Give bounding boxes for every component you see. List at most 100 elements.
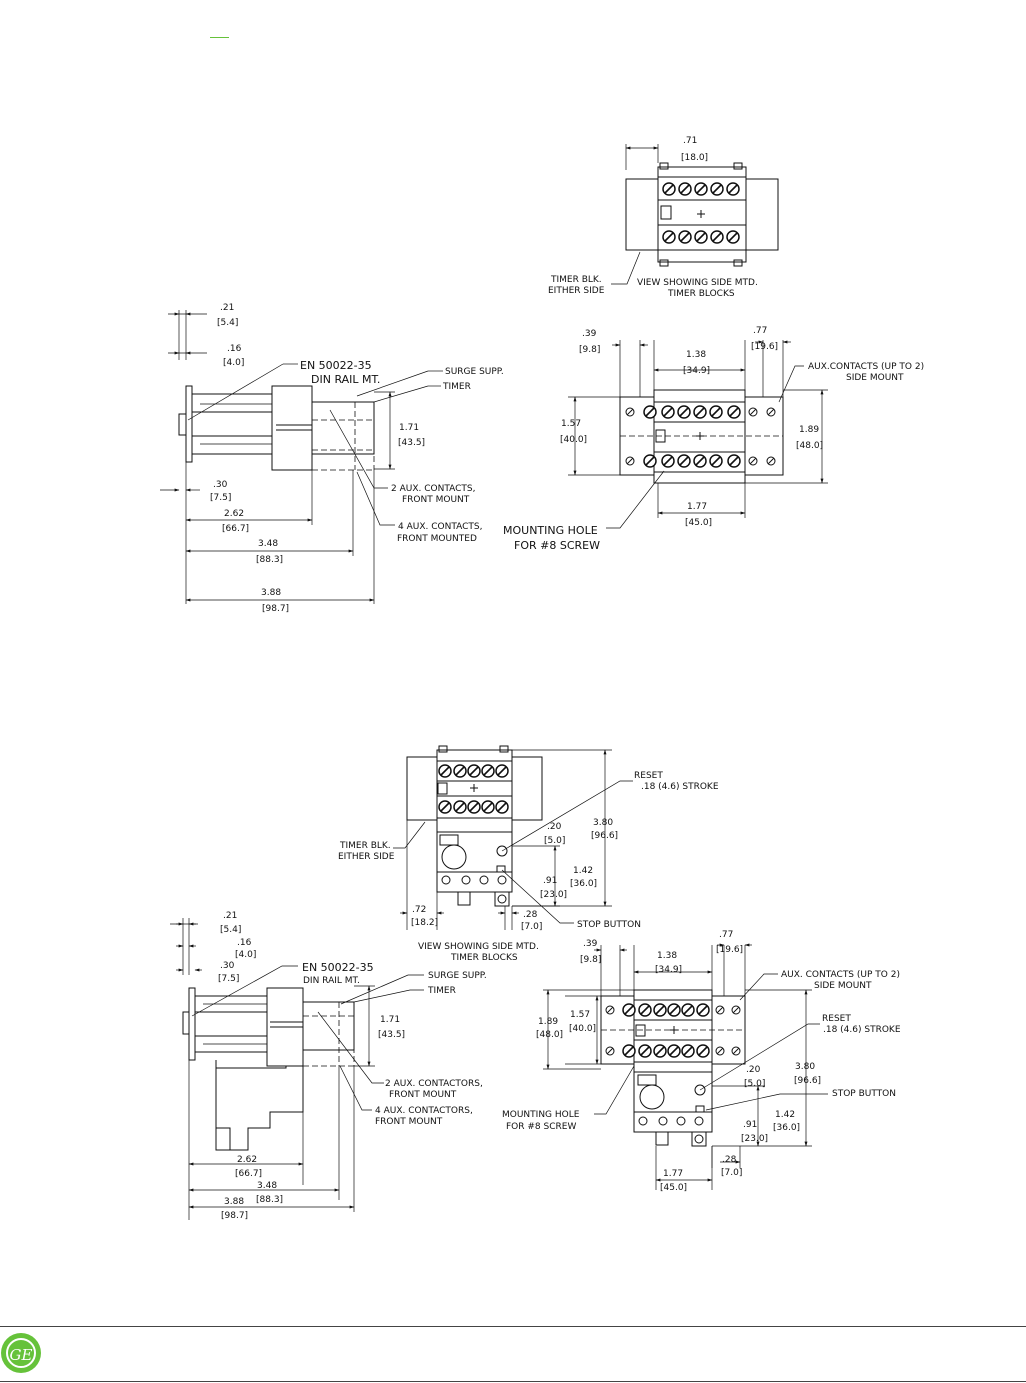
label-aux-side: AUX.CONTACTS (UP TO 2)	[808, 362, 924, 372]
label-timer: TIMER	[442, 382, 471, 392]
dim-380-b: 3.80	[795, 1062, 815, 1072]
label-timer-b: TIMER	[427, 986, 456, 996]
dim-138-mm: [34.9]	[683, 366, 710, 376]
label-8-screw-b: FOR #8 SCREW	[506, 1122, 576, 1132]
dim-072: .72	[412, 905, 426, 915]
dim-262-mm: [66.7]	[222, 524, 249, 534]
label-din-rail-2: DIN RAIL MT.	[311, 373, 380, 386]
dim-077: .77	[753, 326, 767, 336]
dim-028-b: .28	[722, 1155, 737, 1165]
dim-091-mm-b: [23.0]	[741, 1134, 768, 1144]
label-timer-blocks-b: TIMER BLOCKS	[450, 953, 518, 963]
label-stop-button: STOP BUTTON	[577, 920, 641, 930]
dim-177-mm: [45.0]	[685, 518, 712, 528]
dim-039: .39	[582, 329, 597, 339]
dim-171: 1.71	[399, 423, 419, 433]
dim-030: .30	[213, 480, 228, 490]
label-front-mount-b: FRONT MOUNT	[389, 1090, 457, 1100]
dim-028-mm: [7.0]	[521, 922, 542, 932]
label-reset: RESET	[634, 771, 663, 781]
dim-020-b: .20	[746, 1065, 761, 1075]
label-8-screw: FOR #8 SCREW	[514, 539, 600, 552]
dim-388-b: 3.88	[224, 1197, 244, 1207]
dim-021: .21	[220, 303, 234, 313]
label-side-mount-b: SIDE MOUNT	[814, 981, 872, 991]
dim-039-mm: [9.8]	[579, 345, 600, 355]
dim-021-mm-b: [5.4]	[220, 925, 241, 935]
dim-380-mm-b: [96.6]	[794, 1076, 821, 1086]
dim-016: .16	[227, 344, 242, 354]
label-timer-blocks: TIMER BLOCKS	[667, 289, 735, 299]
dim-077-b: .77	[719, 930, 733, 940]
dim-039-b: .39	[583, 939, 598, 949]
dim-380: 3.80	[593, 818, 613, 828]
label-4-aux: 4 AUX. CONTACTS,	[398, 522, 482, 532]
label-timer-blk-b: TIMER BLK.	[339, 841, 391, 851]
label-front-mount: FRONT MOUNT	[402, 495, 470, 505]
label-front-mounted: FRONT MOUNTED	[397, 534, 477, 544]
dim-189: 1.89	[799, 425, 819, 435]
dim-171-mm-b: [43.5]	[378, 1030, 405, 1040]
top-side-view: .21 [5.4] .16 [4.0] .30 [7.5] 2.62 [66.7…	[160, 303, 504, 614]
bottom-front-view: .39 [9.8] 1.38 [34.9] .77 [19.6] 1.89 [4…	[502, 930, 901, 1193]
dim-028-mm-b: [7.0]	[721, 1168, 742, 1178]
dim-071: .71	[683, 136, 697, 146]
ge-logo-text: GE	[6, 1338, 36, 1368]
dim-020-mm-b: [5.0]	[744, 1079, 765, 1089]
label-reset-stroke: .18 (4.6) STROKE	[641, 782, 719, 792]
dim-348-mm-b: [88.3]	[256, 1195, 283, 1205]
dim-091-b: .91	[743, 1120, 757, 1130]
dim-028: .28	[523, 910, 538, 920]
dim-262: 2.62	[224, 509, 244, 519]
footer-divider-bottom	[0, 1381, 1026, 1382]
label-surge-supp: SURGE SUPP.	[445, 367, 504, 377]
label-2-aux: 2 AUX. CONTACTS,	[391, 484, 475, 494]
label-stop-button-b: STOP BUTTON	[832, 1089, 896, 1099]
footer-divider	[0, 1326, 1026, 1327]
label-surge-supp-b: SURGE SUPP.	[428, 971, 487, 981]
label-mounting-hole: MOUNTING HOLE	[503, 524, 598, 537]
dim-138-mm-b: [34.9]	[655, 965, 682, 975]
dim-388-mm-b: [98.7]	[221, 1211, 248, 1221]
label-side-mount: SIDE MOUNT	[846, 373, 904, 383]
dim-142-mm: [36.0]	[570, 879, 597, 889]
label-din-rail-1-b: EN 50022-35	[302, 961, 374, 974]
label-front-mount-2-b: FRONT MOUNT	[375, 1117, 443, 1127]
dim-016-mm-b: [4.0]	[235, 950, 256, 960]
label-mounting-hole-b: MOUNTING HOLE	[502, 1110, 580, 1120]
ge-logo-icon: GE	[1, 1333, 41, 1373]
dim-039-mm-b: [9.8]	[580, 955, 601, 965]
dim-077-mm: [19.6]	[751, 342, 778, 352]
dim-189-mm-b: [48.0]	[536, 1030, 563, 1040]
dim-138-b: 1.38	[657, 951, 677, 961]
dim-157: 1.57	[561, 419, 581, 429]
dim-091-mm: [23.0]	[540, 890, 567, 900]
dim-157-b: 1.57	[570, 1010, 590, 1020]
dim-348-mm: [88.3]	[256, 555, 283, 565]
dim-071-mm: [18.0]	[681, 153, 708, 163]
dim-016-b: .16	[237, 938, 252, 948]
dimension-drawing: .71 [18.0] TIMER BLK. EITHER SIDE VIEW S…	[160, 136, 924, 1221]
dim-380-mm: [96.6]	[591, 831, 618, 841]
dim-189-b: 1.89	[538, 1017, 558, 1027]
dim-388: 3.88	[261, 588, 281, 598]
dim-177: 1.77	[687, 502, 707, 512]
dim-091: .91	[543, 876, 557, 886]
bottom-side-view: .21 [5.4] .16 [4.0] .30 [7.5] 1.71 [43.5…	[170, 911, 487, 1221]
label-2-aux-b: 2 AUX. CONTACTORS,	[385, 1079, 483, 1089]
label-4-aux-b: 4 AUX. CONTACTORS,	[375, 1106, 473, 1116]
dim-262-b: 2.62	[237, 1155, 257, 1165]
top-front-view: .39 [9.8] 1.38 [34.9] .77 [19.6] 1.57 [4…	[503, 326, 924, 552]
dim-020-mm: [5.0]	[544, 836, 565, 846]
label-aux-side-b: AUX. CONTACTS (UP TO 2)	[781, 970, 900, 980]
top-side-mtd-view: .71 [18.0] TIMER BLK. EITHER SIDE VIEW S…	[548, 136, 779, 299]
dim-138: 1.38	[686, 350, 706, 360]
dim-348: 3.48	[258, 539, 278, 549]
dim-157-mm-b: [40.0]	[569, 1024, 596, 1034]
label-din-rail-2-b: DIN RAIL MT.	[303, 976, 360, 986]
dim-262-mm-b: [66.7]	[235, 1169, 262, 1179]
dim-030-mm: [7.5]	[210, 493, 231, 503]
dim-142-mm-b: [36.0]	[773, 1123, 800, 1133]
label-view-side-mtd: VIEW SHOWING SIDE MTD.	[637, 278, 758, 288]
label-reset-stroke-b: .18 (4.6) STROKE	[823, 1025, 901, 1035]
